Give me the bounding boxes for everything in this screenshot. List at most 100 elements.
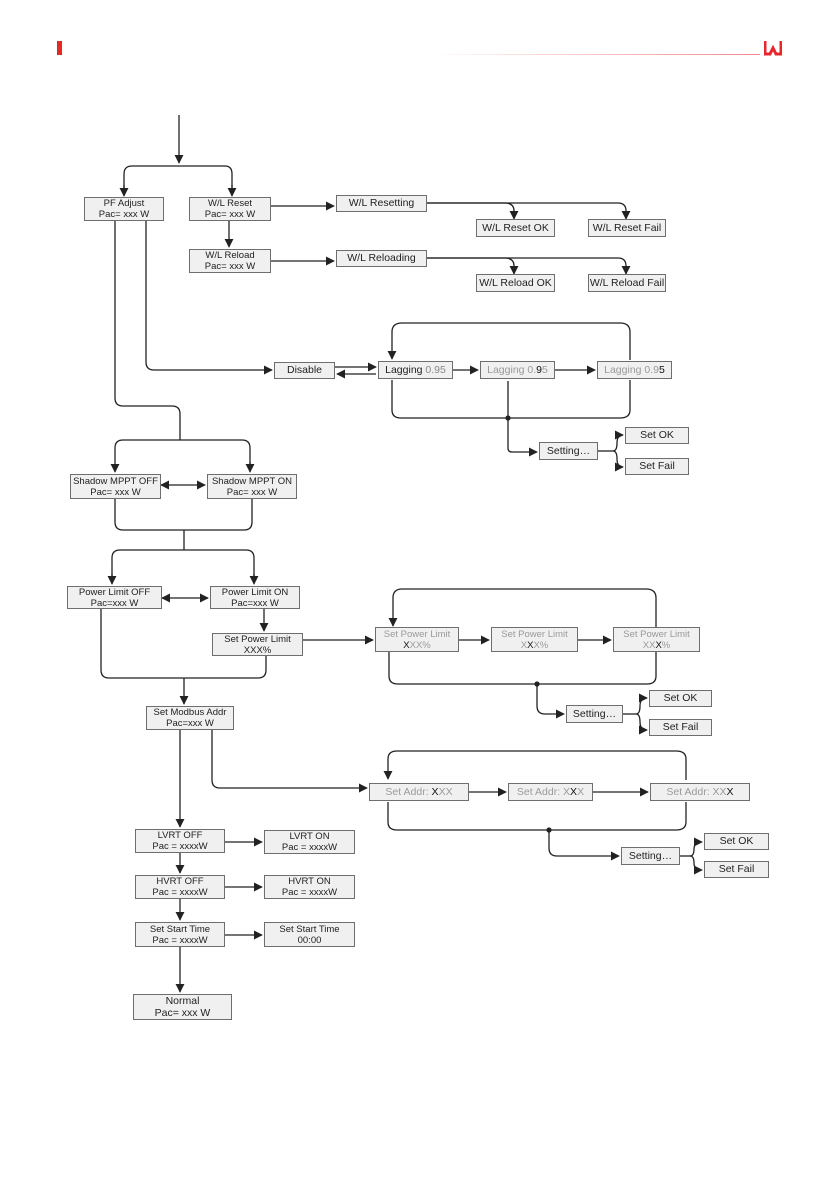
addr-1-a: Set Addr: (385, 786, 432, 798)
lagging-box-2: Lagging 0.95 (480, 361, 555, 379)
set-start-time-title: Set Start Time (149, 923, 211, 935)
lagging-3-b: 5 (659, 364, 665, 376)
power-limit-on-title: Power Limit ON (221, 586, 289, 598)
spl-3-title: Set Power Limit (623, 628, 690, 640)
lvrt-off-box: LVRT OFF Pac = xxxxW (135, 829, 225, 853)
set-modbus-addr-box: Set Modbus Addr Pac=xxx W (146, 706, 234, 730)
normal-box: Normal Pac= xxx W (133, 994, 232, 1020)
pl-set-ok-label: Set OK (663, 692, 698, 704)
power-limit-on-pac: Pac=xxx W (231, 597, 279, 609)
addr-set-fail-box: Set Fail (704, 861, 769, 878)
set-addr-box-2: Set Addr: XXX (508, 783, 593, 801)
wl-reload-ok-label: W/L Reload OK (479, 276, 552, 289)
wl-resetting-box: W/L Resetting (336, 195, 427, 212)
normal-title: Normal (165, 995, 200, 1007)
shadow-on-pac: Pac= xxx W (226, 486, 278, 498)
pl-set-fail-label: Set Fail (662, 721, 699, 733)
spl-3-c: % (661, 639, 671, 651)
set-start-time-box: Set Start Time Pac = xxxxW (135, 922, 225, 947)
set-addr-box-3: Set Addr: XXX (650, 783, 750, 801)
power-limit-off-title: Power Limit OFF (78, 586, 151, 598)
hvrt-on-box: HVRT ON Pac = xxxxW (264, 875, 355, 899)
addr-3-b: X (726, 786, 734, 798)
lvrt-on-title: LVRT ON (289, 831, 330, 842)
pf-set-fail-box: Set Fail (625, 458, 689, 475)
addr-setting-label: Setting… (628, 849, 673, 862)
shadow-mppt-on-box: Shadow MPPT ON Pac= xxx W (207, 474, 297, 499)
pf-adjust-pac: Pac= xxx W (98, 209, 150, 220)
set-power-limit-box-3: Set Power Limit XXX% (613, 627, 700, 652)
normal-pac: Pac= xxx W (154, 1007, 211, 1019)
set-power-limit-value: XXX% (243, 644, 272, 656)
wl-reset-fail-box: W/L Reset Fail (588, 219, 666, 237)
hvrt-on-pac: Pac = xxxxW (281, 887, 338, 898)
hvrt-off-box: HVRT OFF Pac = xxxxW (135, 875, 225, 899)
set-addr-box-1: Set Addr: XXX (369, 783, 469, 801)
pl-setting-box: Setting… (566, 705, 623, 723)
lagging-2-a: Lagging 0. (487, 364, 537, 376)
pf-adjust-box: PF Adjust Pac= xxx W (84, 197, 164, 221)
set-power-limit-box-2: Set Power Limit XXX% (491, 627, 578, 652)
wl-reloading-box: W/L Reloading (336, 250, 427, 267)
set-power-limit-title: Set Power Limit (224, 633, 291, 645)
wl-reset-pac: Pac= xxx W (204, 209, 256, 220)
addr-2-c: X (577, 786, 585, 798)
set-power-limit-box: Set Power Limit XXX% (212, 633, 303, 656)
shadow-off-title: Shadow MPPT OFF (73, 475, 158, 487)
lagging-2-b: 9 (536, 364, 543, 376)
addr-setting-box: Setting… (621, 847, 680, 865)
pl-set-ok-box: Set OK (649, 690, 712, 707)
addr-3-a: Set Addr: XX (666, 786, 727, 798)
lvrt-on-box: LVRT ON Pac = xxxxW (264, 830, 355, 854)
set-modbus-pac: Pac=xxx W (166, 718, 214, 729)
spl-1-b: X (403, 639, 410, 651)
lvrt-off-pac: Pac = xxxxW (152, 841, 208, 852)
lagging-1-a: Lagging (385, 364, 426, 376)
spl-2-title: Set Power Limit (501, 628, 568, 640)
pf-set-ok-label: Set OK (640, 429, 674, 441)
spl-1-title: Set Power Limit (383, 628, 451, 640)
set-start-time-value: 00:00 (297, 934, 322, 946)
set-start-time-value-box: Set Start Time 00:00 (264, 922, 355, 947)
addr-1-c: XX (438, 786, 453, 798)
addr-1-b: X (431, 786, 439, 798)
hvrt-on-title: HVRT ON (288, 876, 331, 887)
lvrt-on-pac: Pac = xxxxW (281, 842, 338, 853)
wl-resetting-label: W/L Resetting (348, 197, 415, 209)
pl-set-fail-box: Set Fail (649, 719, 712, 736)
disable-box: Disable (274, 362, 335, 379)
shadow-on-title: Shadow MPPT ON (211, 475, 293, 487)
addr-2-a: Set Addr: X (516, 786, 571, 798)
wl-reload-fail-box: W/L Reload Fail (588, 274, 666, 292)
pf-set-ok-box: Set OK (625, 427, 689, 444)
set-modbus-title: Set Modbus Addr (153, 707, 227, 718)
wl-reload-box: W/L Reload Pac= xxx W (189, 249, 271, 273)
pl-setting-label: Setting… (572, 707, 617, 720)
wl-reload-pac: Pac= xxx W (204, 261, 256, 272)
header-rule (430, 54, 760, 55)
power-limit-off-box: Power Limit OFF Pac=xxx W (67, 586, 162, 609)
pf-set-fail-label: Set Fail (639, 460, 675, 472)
shadow-mppt-off-box: Shadow MPPT OFF Pac= xxx W (70, 474, 161, 499)
addr-set-ok-label: Set OK (719, 835, 754, 847)
wl-reload-ok-box: W/L Reload OK (476, 274, 555, 292)
spl-3-a: XX (642, 639, 656, 651)
lagging-box-3: Lagging 0.95 (597, 361, 672, 379)
spl-3-b: X (655, 639, 662, 651)
disable-label: Disable (286, 364, 323, 376)
set-start-time-value-title: Set Start Time (279, 923, 340, 935)
lagging-3-a: Lagging 0.9 (604, 364, 660, 376)
wl-reload-fail-label: W/L Reload Fail (589, 276, 665, 289)
spl-2-b: X (527, 639, 534, 651)
wl-reset-fail-label: W/L Reset Fail (592, 221, 662, 234)
addr-2-b: X (570, 786, 578, 798)
spl-2-c: X% (533, 639, 549, 651)
wl-reset-ok-label: W/L Reset OK (482, 221, 549, 234)
hvrt-off-pac: Pac = xxxxW (152, 887, 208, 898)
power-limit-on-box: Power Limit ON Pac=xxx W (210, 586, 300, 609)
hvrt-off-title: HVRT OFF (156, 876, 204, 887)
spl-2-a: X (520, 639, 528, 651)
set-power-limit-box-1: Set Power Limit XXX% (375, 627, 459, 652)
lvrt-off-title: LVRT OFF (157, 830, 203, 841)
